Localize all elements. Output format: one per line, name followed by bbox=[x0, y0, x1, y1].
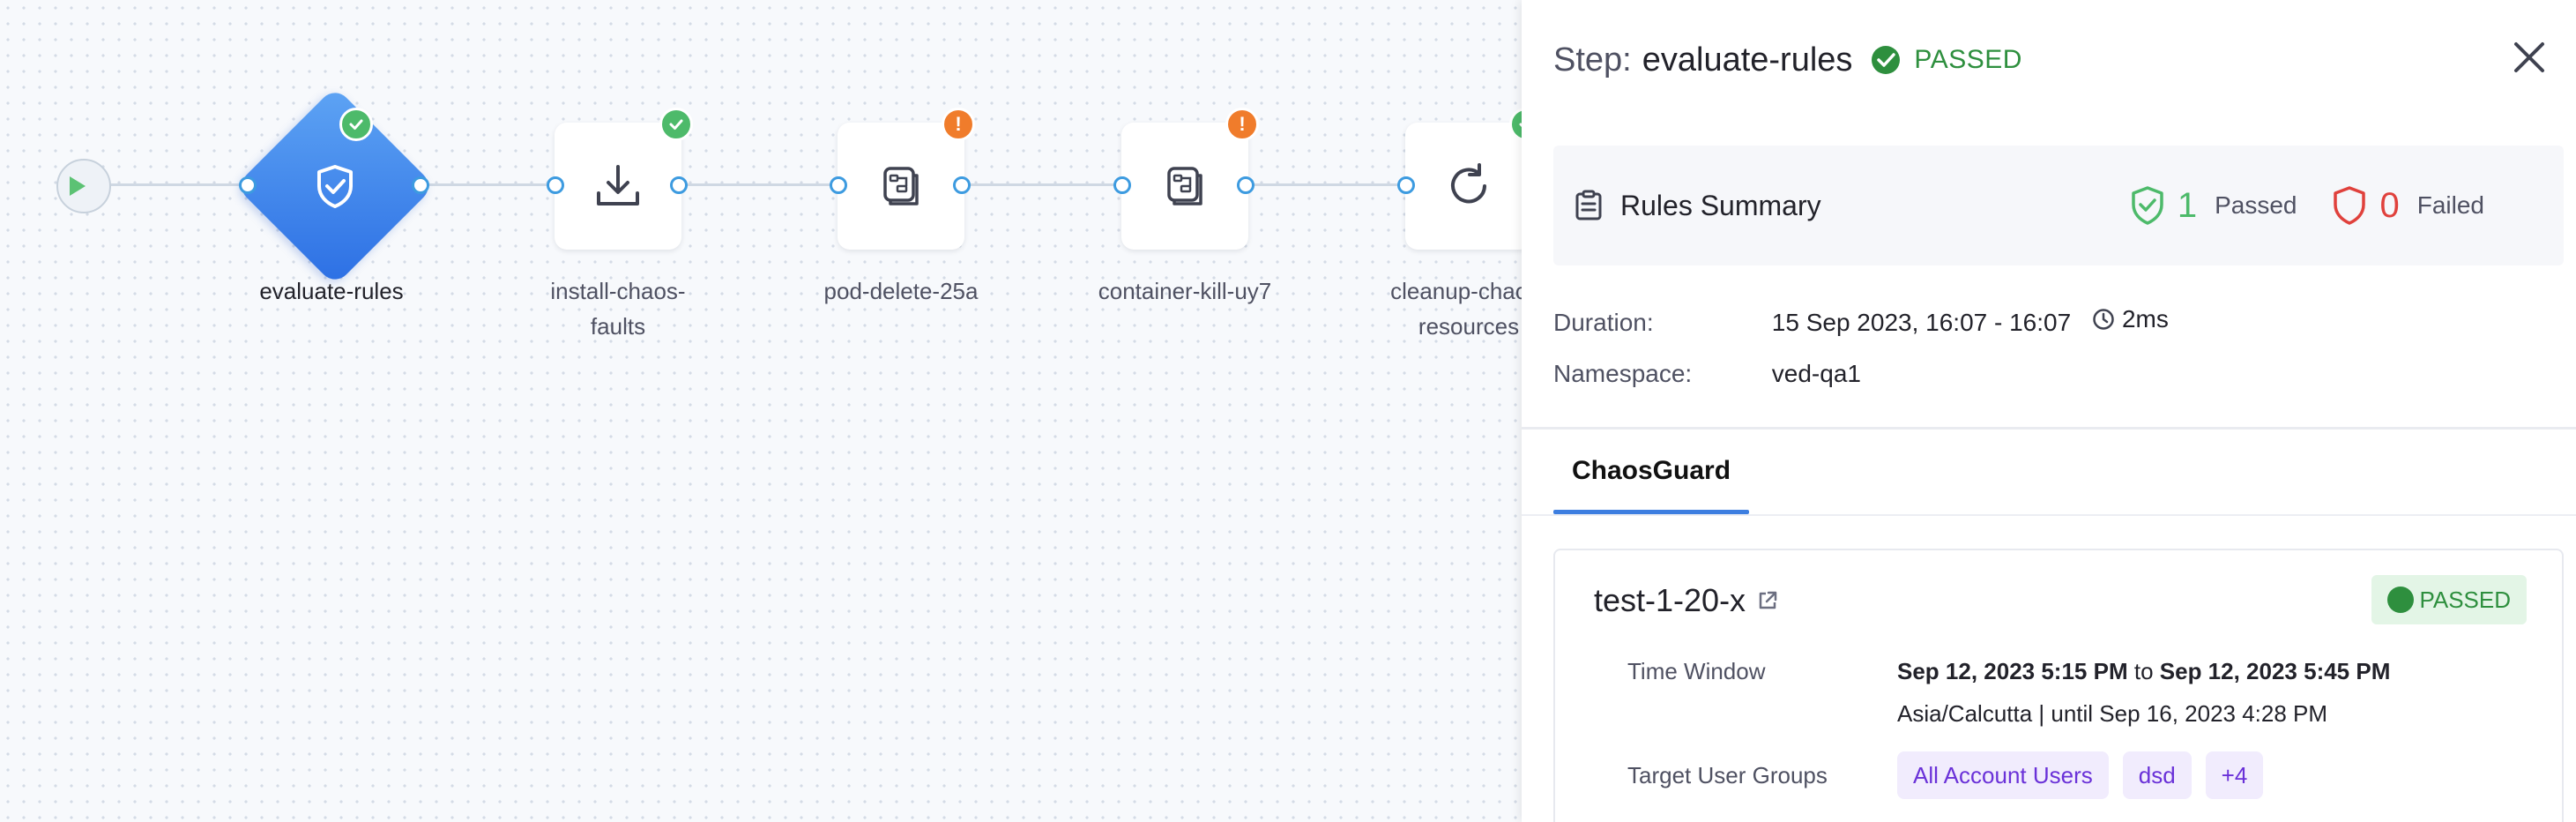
more-user-groups-tag[interactable]: +4 bbox=[2205, 751, 2264, 799]
node-label: container-kill-uy7 bbox=[1098, 278, 1272, 304]
pipeline-edge bbox=[111, 183, 250, 186]
failed-label: Failed bbox=[2416, 191, 2484, 219]
pipeline-canvas[interactable]: evaluate-rules install-chaos- faults ! p… bbox=[0, 0, 1547, 822]
step-prefix: Step: bbox=[1553, 41, 1632, 78]
check-icon bbox=[349, 119, 363, 130]
rule-status: PASSED bbox=[2419, 586, 2511, 613]
pipeline-start-node[interactable] bbox=[56, 159, 111, 213]
rules-summary: Rules Summary 1 Passed 0 Failed bbox=[1553, 146, 2564, 265]
check-icon bbox=[669, 119, 683, 130]
node-output-port[interactable] bbox=[412, 176, 429, 194]
rule-card: test-1-20-x PASSED Time Window Sep 12, 2… bbox=[1553, 549, 2564, 822]
shield-icon bbox=[2334, 186, 2366, 225]
namespace-value: ved-qa1 bbox=[1771, 360, 1861, 387]
duration-row: Duration: 15 Sep 2023, 16:07 - 16:07 2ms bbox=[1553, 305, 2169, 337]
status-dot-icon bbox=[2387, 587, 2415, 613]
active-tab-indicator bbox=[1553, 510, 1749, 514]
passed-label: Passed bbox=[2215, 191, 2297, 219]
step-name: evaluate-rules bbox=[1642, 41, 1853, 78]
node-status-warning-badge: ! bbox=[942, 108, 975, 141]
namespace-label: Namespace: bbox=[1553, 360, 1693, 387]
namespace-row: Namespace: ved-qa1 bbox=[1553, 360, 1861, 388]
duration-elapsed: 2ms bbox=[2121, 305, 2169, 333]
node-label: cleanup-chaos- resources bbox=[1390, 278, 1547, 340]
duration-elapsed-group: 2ms bbox=[2092, 305, 2169, 333]
node-output-port[interactable] bbox=[1237, 176, 1254, 194]
pipeline-edge bbox=[963, 183, 1121, 186]
pipeline-edge bbox=[679, 183, 838, 186]
close-icon[interactable] bbox=[2507, 35, 2551, 79]
failed-count: 0 bbox=[2379, 185, 2400, 225]
step-details-panel: Step: evaluate-rules PASSED Rules Summar… bbox=[1522, 0, 2576, 822]
node-pod-delete-25a[interactable] bbox=[838, 123, 964, 250]
node-container-kill-uy7[interactable] bbox=[1121, 123, 1248, 250]
node-label: evaluate-rules bbox=[259, 278, 404, 304]
passed-count: 1 bbox=[2177, 185, 2198, 225]
duration-label: Duration: bbox=[1553, 309, 1654, 336]
node-input-port[interactable] bbox=[1113, 176, 1131, 194]
target-user-groups-label: Target User Groups bbox=[1627, 762, 1828, 788]
check-circle-icon bbox=[1872, 46, 1901, 74]
time-window-label: Time Window bbox=[1627, 658, 1766, 684]
time-window-end: Sep 12, 2023 5:45 PM bbox=[2159, 658, 2391, 684]
pipeline-edge bbox=[420, 183, 555, 186]
node-output-port[interactable] bbox=[670, 176, 688, 194]
user-group-tag[interactable]: dsd bbox=[2122, 751, 2192, 799]
rules-summary-title-row: Rules Summary bbox=[1575, 146, 1821, 265]
user-group-tag[interactable]: All Account Users bbox=[1897, 751, 2109, 799]
node-status-passed-badge bbox=[339, 108, 373, 141]
tabs-divider bbox=[1522, 514, 2576, 516]
shield-check-icon bbox=[2132, 186, 2163, 225]
node-input-port[interactable] bbox=[1397, 176, 1415, 194]
chaos-fault-icon bbox=[1167, 167, 1202, 206]
node-install-chaos-faults[interactable] bbox=[555, 123, 681, 250]
download-icon bbox=[597, 165, 639, 206]
section-divider bbox=[1522, 427, 2576, 430]
rules-summary-title: Rules Summary bbox=[1620, 189, 1821, 221]
node-input-port[interactable] bbox=[547, 176, 564, 194]
time-window-to: to bbox=[2133, 658, 2154, 684]
rules-summary-counts: 1 Passed 0 Failed bbox=[2130, 146, 2484, 265]
step-status: PASSED bbox=[1914, 45, 2022, 74]
time-window-start: Sep 12, 2023 5:15 PM bbox=[1897, 658, 2128, 684]
node-label: install-chaos- faults bbox=[550, 278, 686, 340]
target-user-groups: All Account Users dsd +4 bbox=[1897, 751, 2264, 799]
node-status-warning-badge: ! bbox=[1225, 108, 1259, 141]
clock-icon bbox=[2093, 309, 2114, 330]
refresh-icon bbox=[1451, 163, 1486, 204]
node-input-port[interactable] bbox=[830, 176, 847, 194]
rule-title-row: test-1-20-x bbox=[1594, 582, 1779, 619]
clipboard-icon bbox=[1575, 190, 1602, 220]
node-cleanup-chaos-resources[interactable] bbox=[1405, 123, 1532, 250]
duration-value: 15 Sep 2023, 16:07 - 16:07 bbox=[1771, 309, 2072, 336]
rule-status-badge: PASSED bbox=[2371, 575, 2527, 624]
chaos-fault-icon bbox=[883, 167, 919, 206]
rule-name: test-1-20-x bbox=[1594, 582, 1746, 618]
tab-chaosguard[interactable]: ChaosGuard bbox=[1571, 456, 1731, 485]
node-input-port[interactable] bbox=[239, 176, 257, 194]
node-output-port[interactable] bbox=[953, 176, 971, 194]
time-window-range: Sep 12, 2023 5:15 PM to Sep 12, 2023 5:4… bbox=[1897, 658, 2390, 685]
node-status-passed-badge bbox=[659, 108, 693, 141]
pipeline-edge bbox=[1247, 183, 1405, 186]
node-evaluate-rules[interactable] bbox=[235, 86, 436, 287]
node-label: pod-delete-25a bbox=[823, 278, 979, 304]
panel-header: Step: evaluate-rules PASSED bbox=[1553, 34, 2022, 86]
play-icon bbox=[70, 176, 86, 196]
time-window-timezone: Asia/Calcutta | until Sep 16, 2023 4:28 … bbox=[1897, 700, 2328, 727]
external-link-icon[interactable] bbox=[1756, 589, 1779, 612]
